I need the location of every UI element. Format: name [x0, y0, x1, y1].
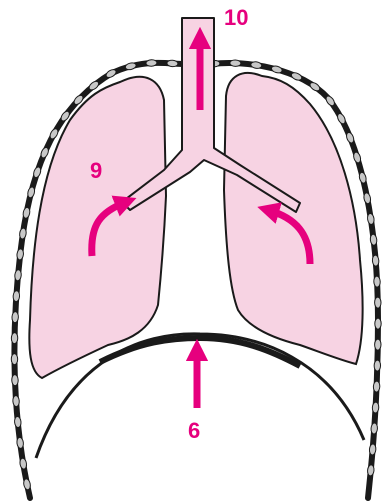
rib-bead [352, 151, 361, 163]
rib-bead [27, 186, 36, 198]
rib-bead [13, 290, 20, 301]
rib-bead [374, 360, 381, 371]
rib-bead [290, 71, 303, 81]
rib-bead [22, 207, 30, 219]
rib-bead [11, 333, 18, 344]
rib-bead [373, 381, 380, 392]
rib-bead [32, 166, 42, 178]
rib-bead [16, 437, 24, 449]
rib-bead [19, 458, 27, 470]
rib-bead [125, 62, 137, 71]
rib-bead [363, 192, 371, 204]
rib-bead [16, 249, 24, 261]
rib-bead [372, 402, 379, 413]
rib-bead [12, 312, 19, 323]
rib-bead [369, 444, 376, 455]
rib-bead [372, 255, 379, 266]
diaphragm-arrow-label: 6 [188, 420, 200, 442]
rib-bead [167, 60, 178, 67]
rib-bead [374, 276, 381, 287]
rib-bead [375, 339, 382, 350]
rib-bead [13, 395, 20, 406]
rib-bead [345, 131, 355, 144]
rib-bead [375, 318, 381, 329]
rib-bead [271, 65, 283, 74]
rib-bead [11, 354, 17, 365]
rib-bead [250, 61, 262, 69]
rib-bead [370, 234, 378, 246]
rib-bead [23, 478, 31, 490]
rib-bead [12, 375, 19, 386]
rib-bead [374, 297, 381, 308]
lung-arrow-label: 9 [90, 160, 102, 182]
rib-bead [358, 172, 367, 184]
rib-bead [40, 146, 50, 159]
rib-bead [367, 213, 375, 225]
rib-bead [230, 60, 241, 67]
rib-bead [19, 228, 27, 240]
trachea-arrow-label: 10 [224, 7, 248, 29]
rib-bead [146, 60, 157, 67]
rib-bead [371, 423, 378, 434]
